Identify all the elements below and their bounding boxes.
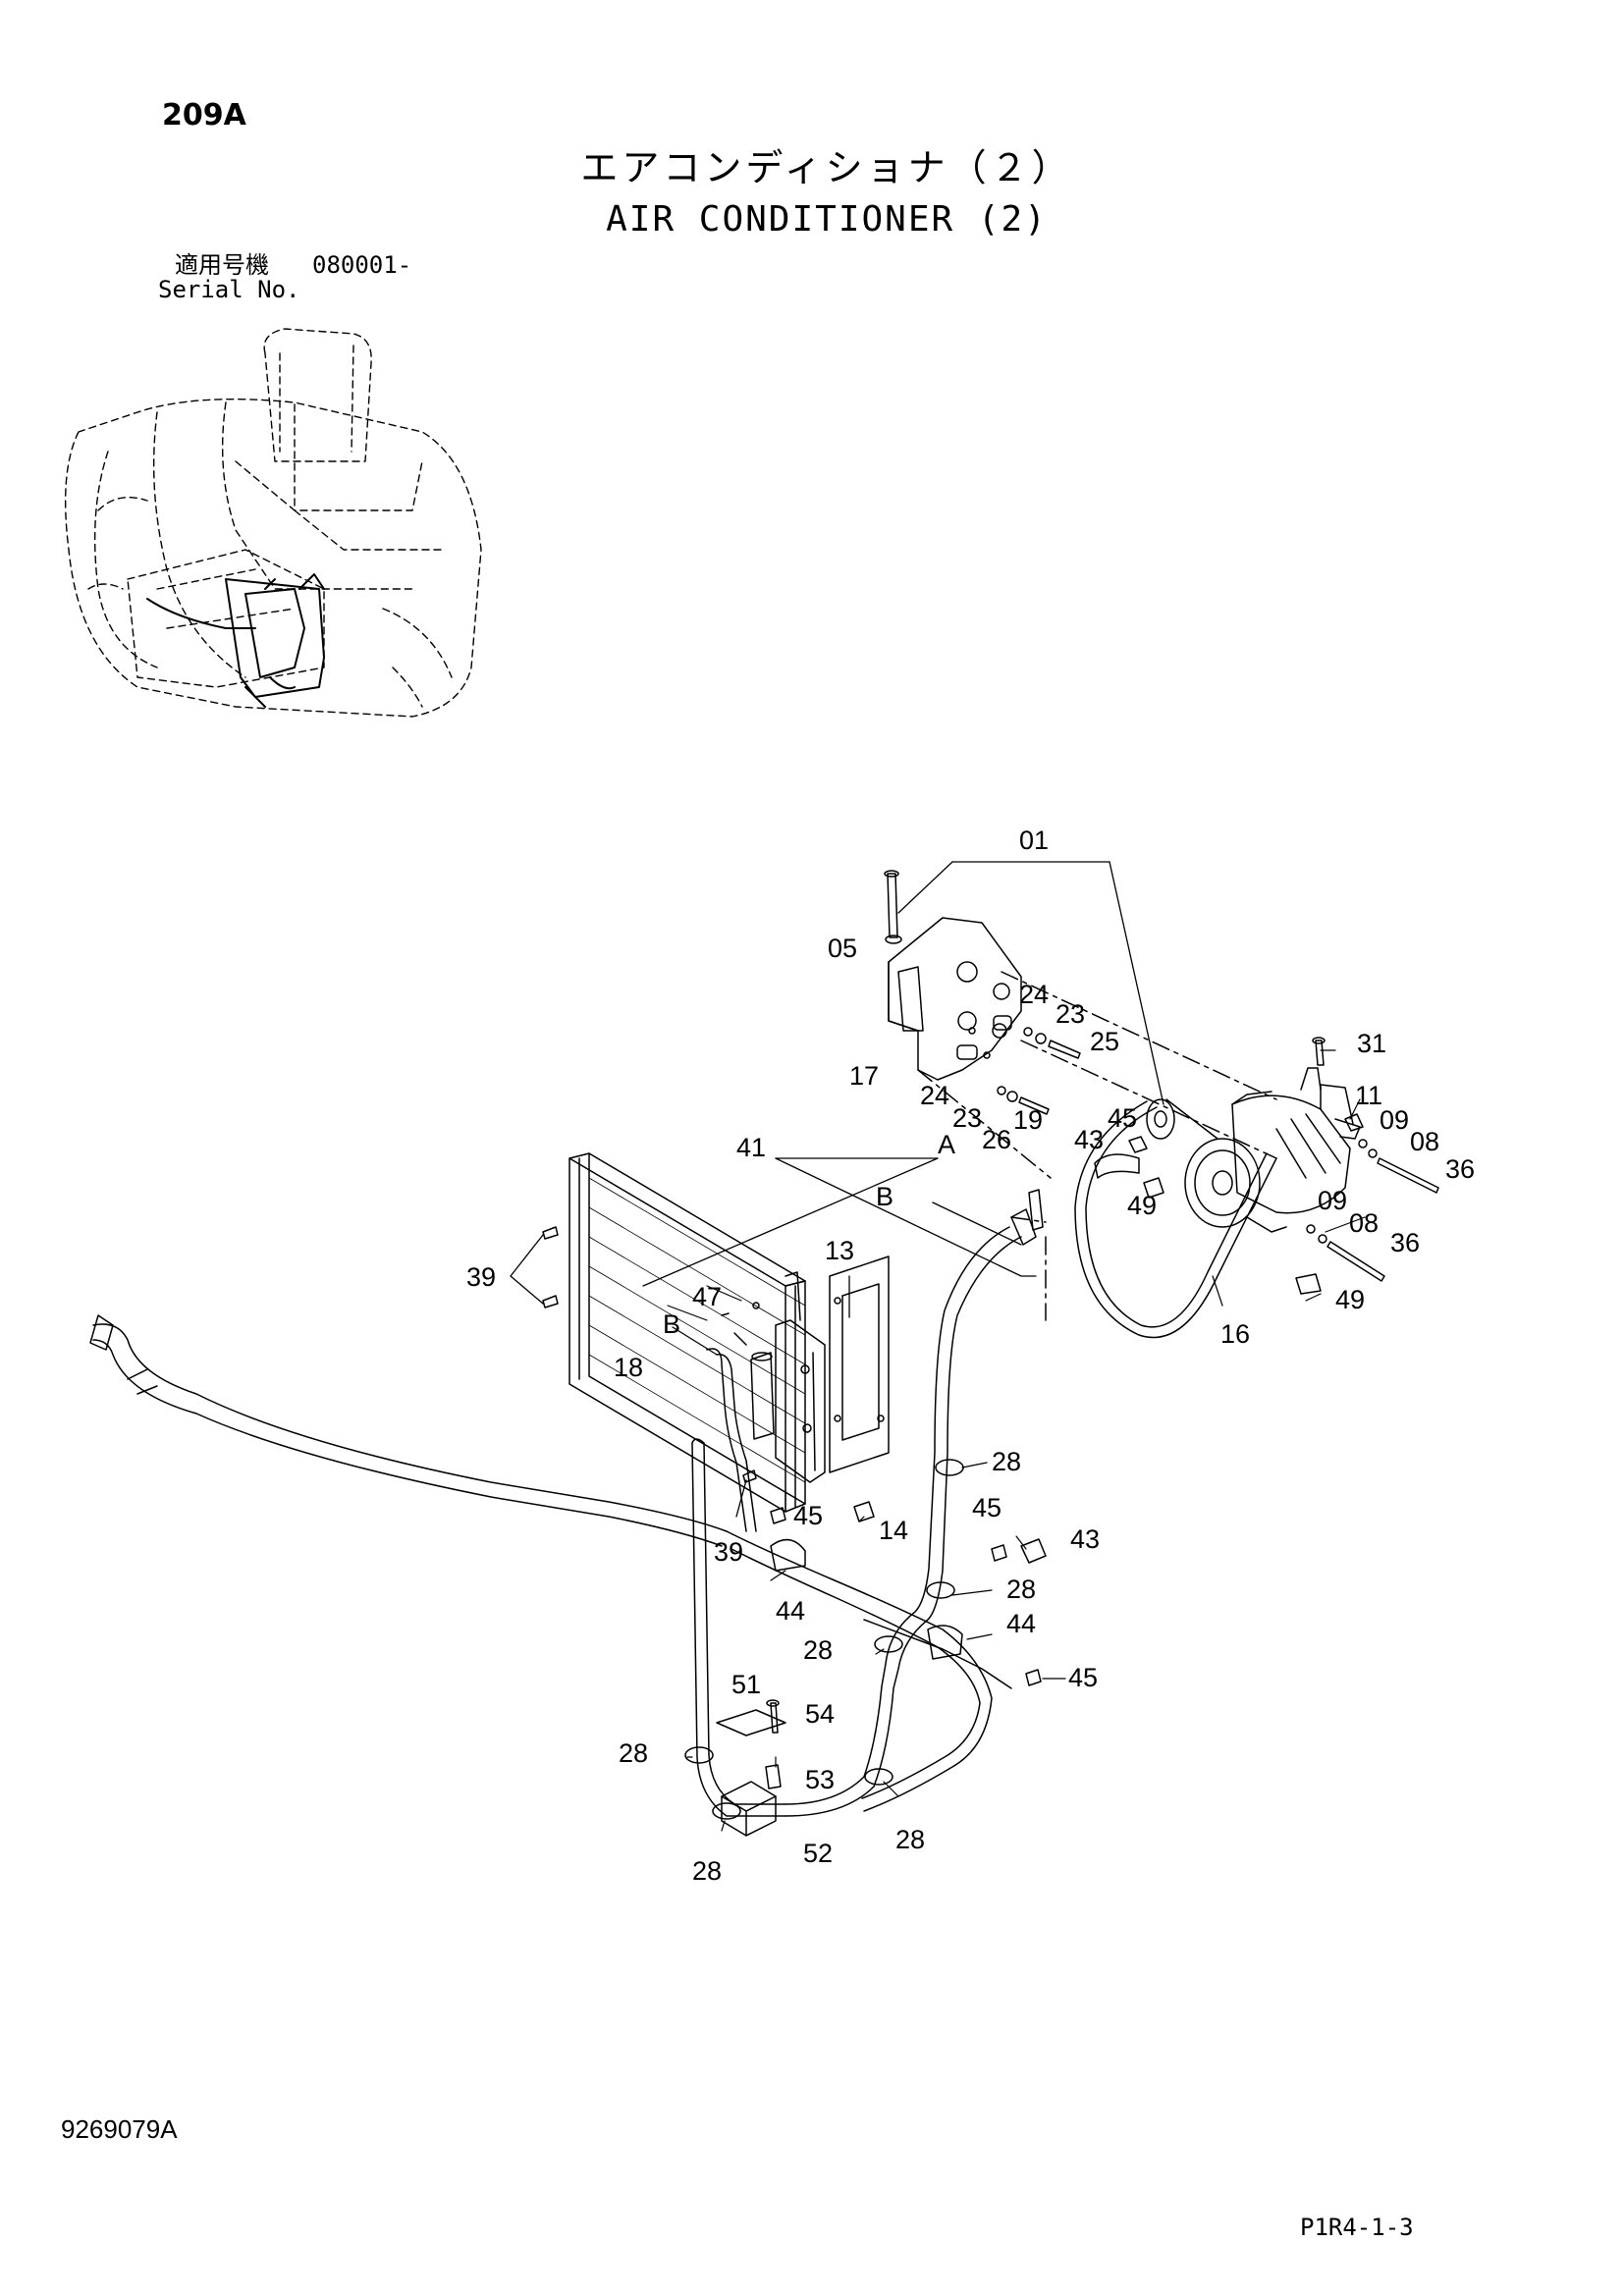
- callout-13: 13: [825, 1236, 854, 1265]
- callout-24: 24: [1019, 980, 1049, 1009]
- callout-18: 18: [614, 1353, 643, 1382]
- clamps-28: [684, 1459, 964, 1820]
- callout-26: 26: [982, 1125, 1011, 1154]
- hose-left-vertical: [691, 1438, 786, 1817]
- bolt-05: [884, 870, 902, 944]
- clamps-44: [770, 1538, 963, 1660]
- receiver-dryer: [721, 1271, 826, 1483]
- hose-from-dryer: [706, 1348, 757, 1532]
- serial-label-english: Serial No.: [158, 276, 300, 303]
- callout-49: 49: [1127, 1191, 1157, 1220]
- serial-label-japanese: 適用号機: [175, 251, 269, 279]
- leader-lines-01: [897, 861, 1164, 1105]
- bracket-51-52-53-54: [716, 1699, 786, 1837]
- fasteners-24-23-25: [997, 1027, 1081, 1115]
- document-number: 9269079A: [61, 2114, 178, 2144]
- hose-right-vertical: [785, 1189, 1044, 1817]
- callout-16: 16: [1220, 1319, 1250, 1349]
- callout-23: 23: [1056, 999, 1085, 1029]
- callout-45: 45: [972, 1493, 1001, 1522]
- gasket-13: [829, 1255, 890, 1473]
- callout-45: 45: [793, 1501, 823, 1530]
- callout-08: 08: [1349, 1208, 1379, 1238]
- callout-23: 23: [952, 1103, 982, 1133]
- bracket-17: [888, 917, 1022, 1081]
- callout-leaders: [667, 1049, 1366, 1832]
- inset-highlight-unit: [146, 573, 325, 708]
- clamps-43-45-49-upper: [1094, 1136, 1322, 1295]
- callout-39: 39: [466, 1262, 496, 1292]
- callout-51: 51: [731, 1670, 761, 1699]
- callout-09: 09: [1380, 1105, 1409, 1135]
- callout-43: 43: [1074, 1125, 1104, 1154]
- callout-31: 31: [1357, 1029, 1386, 1058]
- callout-41: 41: [736, 1133, 766, 1162]
- callout-19: 19: [1013, 1105, 1043, 1135]
- belt-16: [1074, 1098, 1277, 1339]
- callout-05: 05: [828, 934, 857, 963]
- callout-01: 01: [1019, 826, 1049, 855]
- compressor: [1184, 1067, 1361, 1233]
- leader-lines-41-A-B: [642, 1157, 1037, 1356]
- callout-45: 45: [1068, 1663, 1098, 1692]
- callout-44: 44: [776, 1596, 805, 1626]
- callout-28: 28: [992, 1447, 1021, 1476]
- callout-B: B: [876, 1182, 893, 1211]
- condenser: [568, 1152, 806, 1513]
- pulley: [1146, 1098, 1175, 1140]
- title-english: AIR CONDITIONER (2): [606, 199, 1048, 240]
- callout-49: 49: [1335, 1285, 1365, 1314]
- callout-labels: 01 05 17 24 23 25 24 23 26 19 A B 41 45 …: [466, 826, 1475, 1886]
- callout-17: 17: [849, 1061, 879, 1091]
- page-id: 209A: [162, 98, 246, 133]
- hose-long-left: [89, 1314, 728, 1547]
- callout-36: 36: [1390, 1228, 1420, 1257]
- callout-28: 28: [619, 1738, 648, 1768]
- callout-54: 54: [805, 1699, 835, 1729]
- pipe-horizontal: [726, 1530, 1012, 1812]
- callout-B: B: [663, 1309, 680, 1339]
- callout-25: 25: [1090, 1027, 1119, 1056]
- callout-28: 28: [803, 1635, 833, 1665]
- bolts-45-lower: [770, 1501, 1047, 1686]
- bolts-39: [542, 1226, 757, 1483]
- callout-52: 52: [803, 1839, 833, 1868]
- callout-28: 28: [895, 1825, 925, 1854]
- callout-36: 36: [1445, 1154, 1475, 1184]
- page-reference: P1R4-1-3: [1300, 2214, 1414, 2241]
- callout-28: 28: [692, 1856, 722, 1886]
- machine-overview-illustration: [64, 328, 482, 718]
- callout-44: 44: [1006, 1609, 1036, 1638]
- callout-53: 53: [805, 1765, 835, 1794]
- callout-47: 47: [692, 1282, 722, 1311]
- callout-45: 45: [1108, 1103, 1137, 1133]
- compressor-fasteners: [1306, 1037, 1439, 1282]
- callout-28: 28: [1006, 1575, 1036, 1604]
- callout-24: 24: [920, 1081, 949, 1110]
- callout-43: 43: [1070, 1524, 1100, 1554]
- serial-number: 080001-: [312, 251, 412, 279]
- title-japanese: エアコンディショナ（２）: [580, 146, 1073, 189]
- callout-09: 09: [1318, 1186, 1347, 1215]
- callout-08: 08: [1410, 1127, 1439, 1156]
- callout-14: 14: [879, 1516, 908, 1545]
- callout-A: A: [938, 1130, 955, 1159]
- callout-11: 11: [1355, 1081, 1382, 1110]
- callout-39: 39: [714, 1537, 743, 1567]
